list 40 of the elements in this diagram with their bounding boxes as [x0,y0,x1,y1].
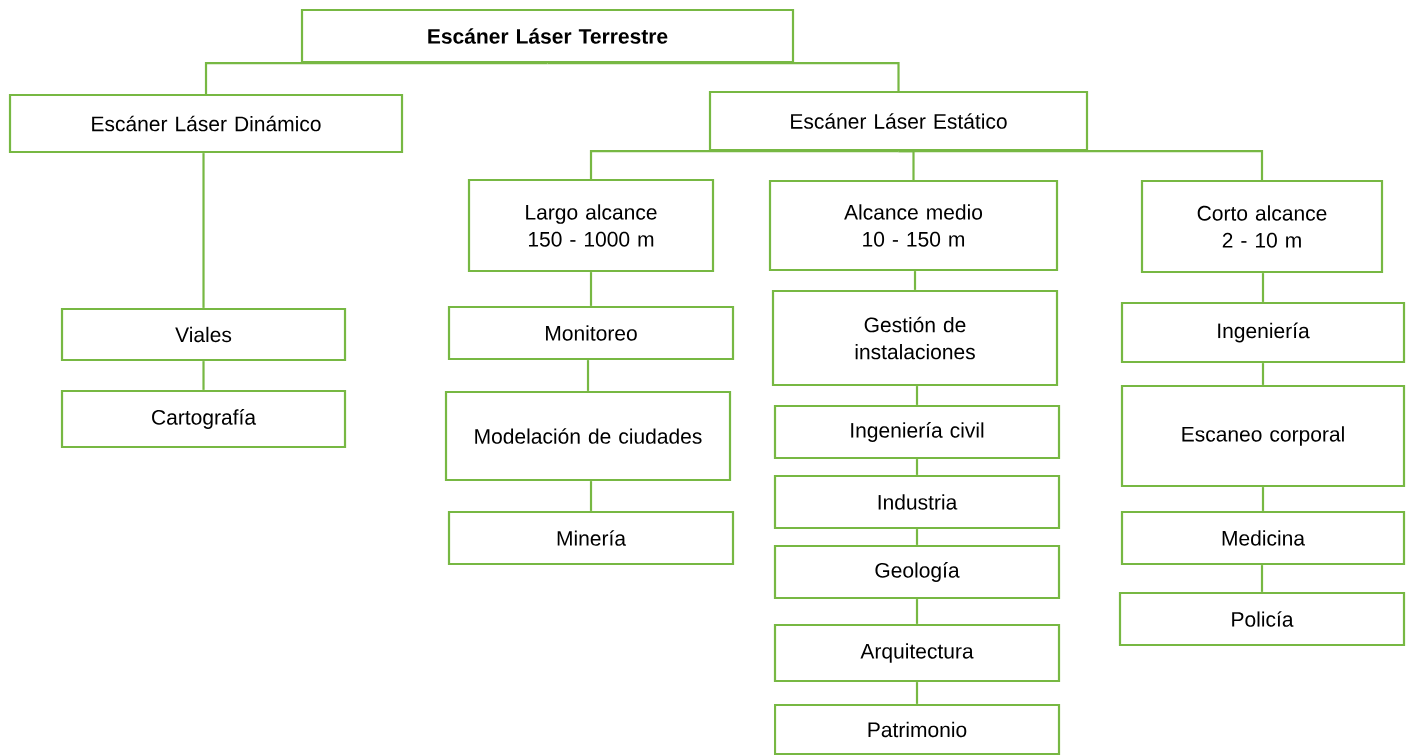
category-box: Gestión de instalaciones [771,289,1059,387]
connector-line [204,62,548,94]
category-box: Ingeniería [1120,301,1406,364]
category-box: Corto alcance 2 - 10 m [1140,179,1384,274]
category-box: Escáner Láser Estático [708,90,1089,152]
category-box: Cartografía [60,389,347,449]
connector-line [589,272,593,306]
category-box: Ingeniería civil [773,404,1061,460]
category-box: Medicina [1120,510,1406,566]
connector-line [915,386,919,405]
category-box: Escaneo corporal [1120,384,1406,488]
category-box: Geología [773,544,1061,600]
category-box: Alcance medio 10 - 150 m [768,179,1059,272]
connector-line [1261,273,1265,302]
connector-line [202,361,205,390]
category-box: Patrimonio [773,703,1061,755]
connector-line [586,360,590,391]
connector-line [915,599,919,624]
category-box: Monitoreo [447,305,735,361]
category-box: Escáner Láser Dinámico [8,93,404,154]
category-box: Policía [1118,591,1406,647]
connector-line [202,153,205,308]
connector-line [589,150,899,179]
category-box: Industria [773,474,1061,530]
category-box: Modelación de ciudades [444,390,732,482]
connector-line [1261,363,1265,385]
category-box: Largo alcance 150 - 1000 m [467,178,715,273]
category-box: Escáner Láser Terrestre [300,8,795,64]
connector-line [898,150,1264,180]
connector-line [913,271,917,290]
connector-line [547,62,900,91]
connector-line [589,481,593,511]
connector-line [1260,565,1264,592]
connector-line [1261,487,1265,511]
connector-line [915,459,919,475]
category-box: Minería [447,510,735,566]
category-box: Viales [60,307,347,362]
category-box: Arquitectura [773,623,1061,683]
connector-line [915,682,919,704]
connector-line [915,529,919,545]
